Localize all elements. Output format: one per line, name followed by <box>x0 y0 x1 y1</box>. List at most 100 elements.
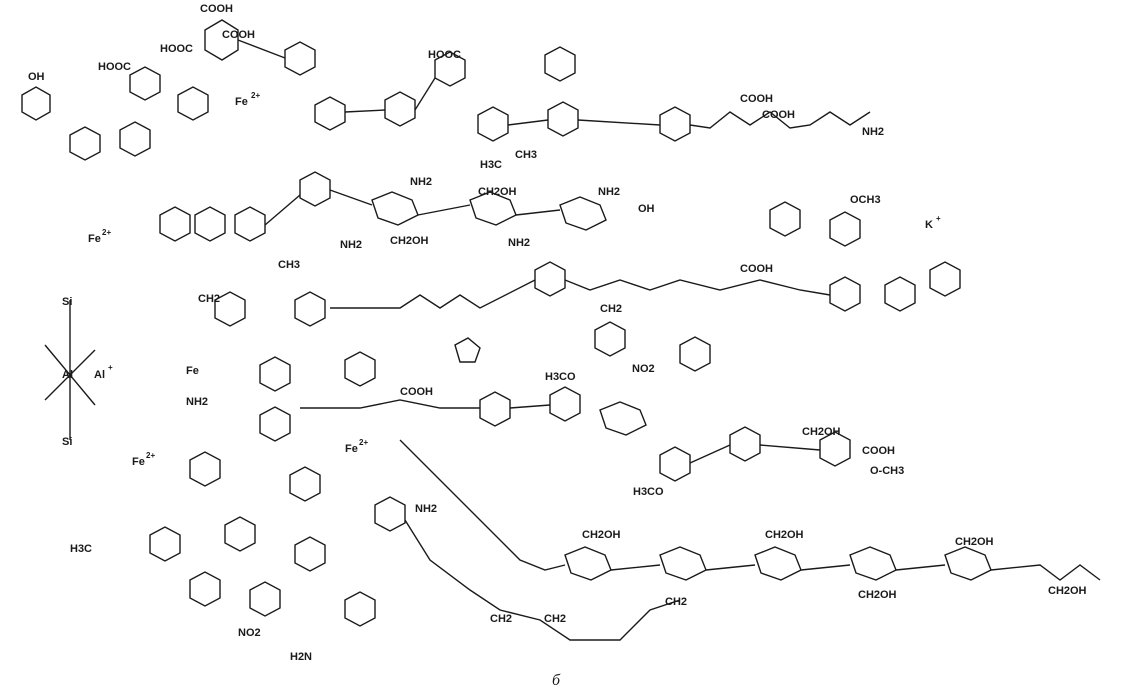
label-oh-2: OH <box>638 203 655 215</box>
bond-chain-low3 <box>689 444 731 464</box>
ring-tl-4 <box>129 66 161 101</box>
ring-r4-3 <box>374 496 406 532</box>
bond-link-4 <box>577 119 661 126</box>
ring-r4-1 <box>189 451 221 487</box>
ring-tm-4 <box>544 46 576 82</box>
ring-r3-6 <box>454 337 481 363</box>
bond-chain-low2 <box>509 404 551 409</box>
ring-r3-8 <box>344 351 376 387</box>
bond-link-3 <box>507 119 549 126</box>
label-ch2oh-1: CH2OH <box>478 186 517 198</box>
label-h3c-1: H3C <box>480 159 502 171</box>
label-nh2-7: NH2 <box>415 503 437 515</box>
label-oh-1: OH <box>28 71 45 83</box>
ring-tm-3 <box>477 106 509 142</box>
ring-tl-2 <box>69 126 101 161</box>
ring-sugar-5 <box>944 546 992 581</box>
bond-link-5 <box>237 39 286 59</box>
label-si-2: Si <box>62 436 72 448</box>
label-h3c-2: H3C <box>70 543 92 555</box>
bond-link-7 <box>329 189 373 206</box>
label-nh2-5: NH2 <box>508 237 530 249</box>
label-ch2-2: CH2 <box>600 303 622 315</box>
ring-r3-10 <box>549 386 581 422</box>
label-k-1: K <box>925 219 933 231</box>
label-no2-2: NO2 <box>238 627 261 639</box>
ring-r3-3 <box>534 261 566 297</box>
ring-sugar-1 <box>564 546 612 581</box>
ring-r2-11 <box>884 276 916 312</box>
ring-tl-3 <box>119 121 151 157</box>
ring-r3-9 <box>479 391 511 427</box>
ring-tl-1 <box>21 86 51 121</box>
ring-r2-2 <box>194 206 226 242</box>
label-ch2oh-5: CH2OH <box>765 529 804 541</box>
label-fe2-1: Fe <box>235 96 248 108</box>
label-fe2-4: Fe <box>132 456 145 468</box>
label-h2n-1: H2N <box>290 651 312 663</box>
label-al-2-charge: + <box>108 363 113 372</box>
ring-r3-14 <box>729 426 761 462</box>
ring-r3-15 <box>819 431 851 467</box>
label-h3co-2: H3CO <box>633 486 664 498</box>
label-no2-1: NO2 <box>632 363 655 375</box>
label-nh2-4: NH2 <box>340 239 362 251</box>
label-ch2oh-8: CH2OH <box>1048 585 1087 597</box>
ring-sugar-2 <box>659 546 707 581</box>
label-ch2oh-2: CH2OH <box>390 235 429 247</box>
label-al-2: Al <box>94 369 105 381</box>
label-ch2-4: CH2 <box>490 613 512 625</box>
label-cooh-2: COOH <box>222 29 255 41</box>
label-ch2oh-7: CH2OH <box>858 589 897 601</box>
ring-sugar-3 <box>754 546 802 581</box>
label-ch3-2: CH3 <box>278 259 300 271</box>
ring-tl-7 <box>284 41 316 76</box>
ring-tl-8 <box>314 96 346 131</box>
atom-labels: OH COOH HOOC HOOC COOH Fe 2+ HOOC COOH C… <box>28 3 1087 663</box>
ring-r2-7 <box>559 196 607 231</box>
ring-r3-13 <box>659 446 691 482</box>
label-cooh-5: COOH <box>740 263 773 275</box>
label-h3co-1: H3CO <box>545 371 576 383</box>
ring-r3-2 <box>294 291 326 327</box>
label-k-1-charge: + <box>936 214 941 223</box>
bond-link-8 <box>417 204 471 216</box>
ring-r3-12 <box>259 406 291 442</box>
figure-caption: б <box>552 672 561 689</box>
label-fe2-5-charge: 2+ <box>359 438 368 447</box>
ring-r3-11 <box>599 401 647 436</box>
bond-chain-mid <box>330 279 536 309</box>
label-cooh-7: COOH <box>862 445 895 457</box>
bond-chain-low <box>300 399 480 409</box>
label-fe2-2: Fe <box>88 233 101 245</box>
label-ch2-5: CH2 <box>544 613 566 625</box>
ring-sugar-4 <box>849 546 897 581</box>
bond-bottom-chain <box>404 519 681 641</box>
ring-tr-1 <box>659 106 691 142</box>
ring-r2-12 <box>929 261 961 297</box>
label-ch2-3: CH2 <box>665 596 687 608</box>
bond-lines <box>44 39 1101 641</box>
label-cooh-1: COOH <box>200 3 233 15</box>
ring-r3-4 <box>594 321 626 357</box>
ring-r2-3 <box>234 206 266 242</box>
ring-tl-6 <box>204 19 239 61</box>
ring-r3-5 <box>679 336 711 372</box>
ring-structures <box>21 19 992 627</box>
label-al-1: Al <box>62 369 73 381</box>
ring-r2-4 <box>299 171 331 207</box>
label-fe2-2-charge: 2+ <box>102 228 111 237</box>
ring-tl-5 <box>177 86 209 121</box>
ring-r2-9 <box>829 211 861 247</box>
label-si-1: Si <box>62 296 72 308</box>
label-fe2-4-charge: 2+ <box>146 451 155 460</box>
label-ch2oh-6: CH2OH <box>955 536 994 548</box>
label-cooh-6: COOH <box>400 386 433 398</box>
ring-r2-1 <box>159 206 191 242</box>
label-och3-2: O-CH3 <box>870 465 904 477</box>
ring-r4-8 <box>249 581 281 617</box>
ring-r4-4 <box>149 526 181 562</box>
bond-chain-low4 <box>759 444 821 451</box>
label-cooh-3: COOH <box>740 93 773 105</box>
